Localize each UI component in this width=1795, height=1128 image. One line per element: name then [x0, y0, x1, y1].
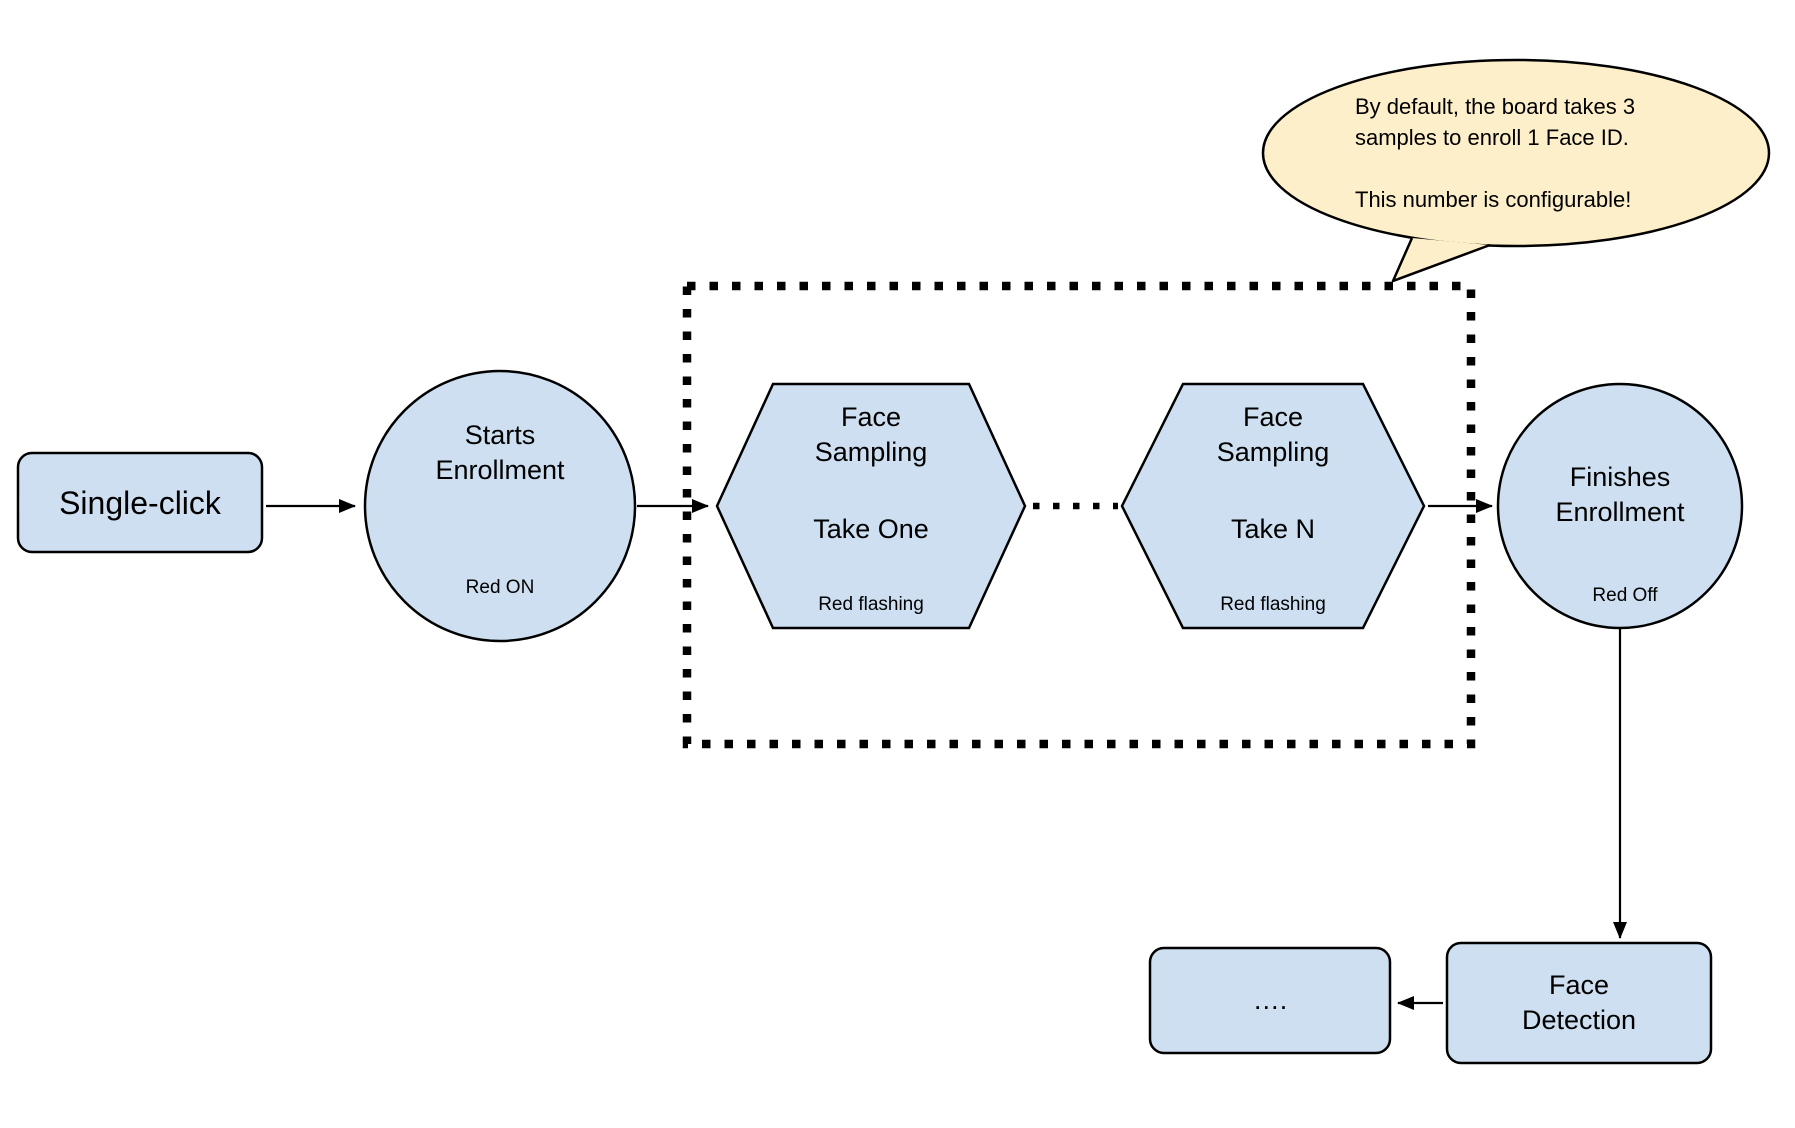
face-sampling-one-hexagon [715, 382, 1027, 630]
finishes-enrollment-label: Finishes Enrollment [1555, 462, 1685, 527]
speech-bubble [1261, 58, 1771, 248]
face-sampling-one-status: Red flashing [818, 594, 924, 615]
speech-bubble-text: By default, the board takes 3 samples to… [1355, 94, 1636, 212]
finishes-enrollment-status: Red Off [1592, 585, 1658, 606]
starts-enrollment-status: Red ON [465, 577, 535, 598]
single-click-label: Single-click [59, 484, 221, 521]
face-sampling-n-label: Face Sampling [1216, 402, 1330, 467]
face-sampling-one-label: Face Sampling [814, 402, 928, 467]
starts-enrollment-circle [363, 369, 637, 643]
face-sampling-n-hexagon [1120, 382, 1426, 630]
starts-enrollment-label: Starts Enrollment [435, 420, 565, 485]
face-sampling-n-take: Take N [1230, 514, 1316, 544]
face-sampling-one-take: Take One [813, 514, 929, 544]
continuation-label: …. [1252, 985, 1288, 1015]
single-click-box [16, 451, 264, 554]
sampling-loop-border [682, 281, 1476, 749]
face-detection-box [1445, 941, 1713, 1065]
continuation-box [1148, 946, 1392, 1055]
finishes-enrollment-circle [1496, 382, 1744, 630]
face-detection-label: Face Detection [1521, 970, 1637, 1035]
face-sampling-n-status: Red flashing [1220, 594, 1326, 615]
speech-bubble-tail [1391, 237, 1491, 283]
